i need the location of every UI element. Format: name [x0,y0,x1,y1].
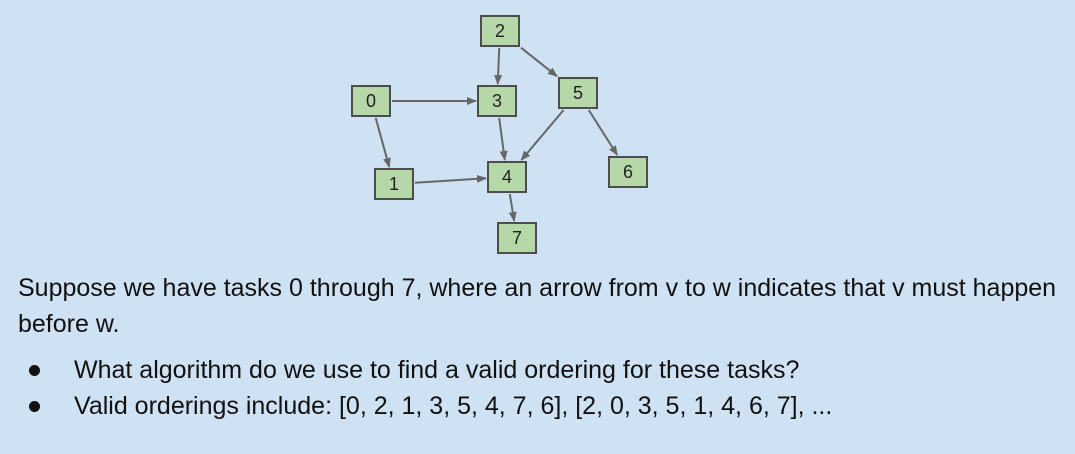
text-block: Suppose we have tasks 0 through 7, where… [18,270,1058,424]
node-0: 0 [351,85,391,117]
nodes-layer: 0 1 2 3 4 5 6 7 [351,15,648,254]
bullet-text: What algorithm do we use to find a valid… [74,356,800,384]
bullet-item-orderings: Valid orderings include: [0, 2, 1, 3, 5,… [18,388,1058,424]
edges-layer [374,46,619,222]
node-7: 7 [497,222,537,254]
node-box [558,77,598,109]
bullet-icon [29,365,40,376]
task-dependency-graph: 0 1 2 3 4 5 6 7 [351,15,648,254]
bullet-icon [29,401,40,412]
edge-0-to-1 [374,117,391,168]
edge-5-to-6 [587,109,619,156]
node-box [374,168,414,200]
node-1: 1 [374,168,414,200]
edge-1-to-4 [414,174,487,184]
node-label: 1 [389,174,399,194]
edge-2-to-3 [494,47,503,85]
node-box [608,156,648,188]
bullet-list: What algorithm do we use to find a valid… [18,352,1058,424]
node-box [480,15,520,47]
node-label: 0 [366,91,376,111]
node-3: 3 [477,85,517,117]
node-label: 5 [573,83,583,103]
node-label: 4 [502,167,512,187]
edge-3-to-4 [498,117,508,161]
node-5: 5 [558,77,598,109]
node-label: 7 [512,228,522,248]
node-box [351,85,391,117]
bullet-item-question: What algorithm do we use to find a valid… [18,352,1058,388]
bullet-text: Valid orderings include: [0, 2, 1, 3, 5,… [74,392,833,420]
edge-2-to-5 [520,46,558,78]
node-label: 6 [623,162,633,182]
node-label: 3 [492,91,502,111]
intro-paragraph: Suppose we have tasks 0 through 7, where… [18,274,1057,338]
edge-5-to-4 [520,109,565,161]
node-box [487,161,527,193]
node-2: 2 [480,15,520,47]
node-box [497,222,537,254]
node-6: 6 [608,156,648,188]
node-box [477,85,517,117]
edge-4-to-7 [508,193,517,222]
node-4: 4 [487,161,527,193]
node-label: 2 [495,21,505,41]
